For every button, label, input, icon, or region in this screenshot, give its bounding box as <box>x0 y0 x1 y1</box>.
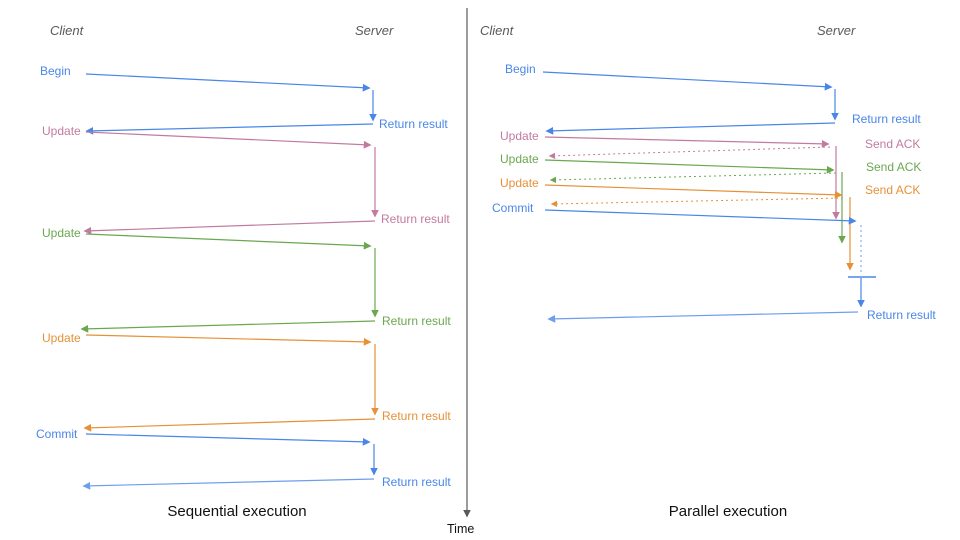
par-update3-ack-dotted-arrow <box>550 197 844 208</box>
seq-begin-return-arrow <box>85 123 374 135</box>
seq-panel-title: Sequential execution <box>167 503 307 520</box>
par-update3-label: Update <box>500 176 539 190</box>
par-begin-return-arrow <box>545 122 836 135</box>
par-update2-ack-dotted-arrow <box>549 172 837 184</box>
seq-update1-label: Update <box>42 124 81 138</box>
par-server-label: Server <box>817 23 856 38</box>
seq-update3-response-label: Return result <box>382 409 451 423</box>
seq-begin-request-arrow <box>85 73 371 92</box>
par-commit-return-arrow <box>547 311 859 323</box>
par-update2-request-arrow <box>544 159 835 174</box>
par-begin-request-arrow <box>542 71 833 91</box>
seq-server-label: Server <box>355 23 394 38</box>
par-update1-ack-dotted-arrow <box>548 146 831 160</box>
seq-commit-label: Commit <box>36 427 78 441</box>
seq-update1-request-arrow <box>85 131 372 149</box>
par-update1-request-arrow <box>544 136 830 148</box>
par-commit-response-label: Return result <box>867 308 936 322</box>
seq-begin-label: Begin <box>40 64 71 78</box>
par-update1-label: Update <box>500 129 539 143</box>
seq-begin-response-label: Return result <box>379 117 448 131</box>
par-begin-response-label: Return result <box>852 112 921 126</box>
seq-update1-return-arrow <box>83 220 376 235</box>
par-commit-label: Commit <box>492 201 534 215</box>
seq-client-label: Client <box>50 23 84 38</box>
time-axis-label: Time <box>447 522 475 536</box>
seq-commit-request-arrow <box>85 433 371 446</box>
seq-commit-return-arrow <box>82 478 375 490</box>
seq-update1-response-label: Return result <box>381 212 450 226</box>
seq-update2-response-label: Return result <box>382 314 451 328</box>
seq-update3-request-arrow <box>85 334 372 346</box>
seq-update2-return-arrow <box>80 320 376 333</box>
par-update2-response-label: Send ACK <box>866 160 922 174</box>
seq-update3-label: Update <box>42 331 81 345</box>
seq-update2-request-arrow <box>85 233 372 250</box>
par-update3-response-label: Send ACK <box>865 183 921 197</box>
par-update1-response-label: Send ACK <box>865 137 921 151</box>
par-begin-label: Begin <box>505 62 536 76</box>
par-update3-request-arrow <box>544 184 843 199</box>
par-client-label: Client <box>480 23 514 38</box>
seq-commit-response-label: Return result <box>382 475 451 489</box>
seq-update3-return-arrow <box>83 418 376 432</box>
seq-update2-label: Update <box>42 226 81 240</box>
par-update2-label: Update <box>500 152 539 166</box>
par-commit-request-arrow <box>544 209 857 225</box>
par-panel-title: Parallel execution <box>668 503 788 520</box>
